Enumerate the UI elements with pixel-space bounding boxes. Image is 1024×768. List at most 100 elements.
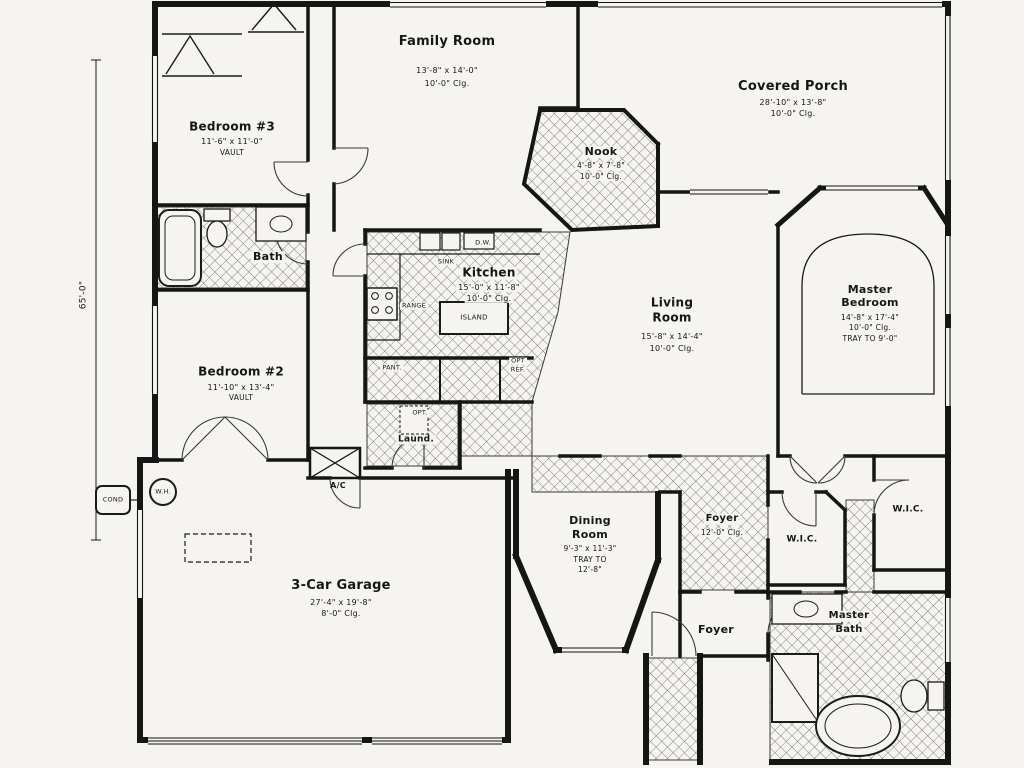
garage-ceiling: 8'-0" Clg. bbox=[321, 608, 361, 618]
bedroom2-label: Bedroom #2 bbox=[198, 364, 284, 379]
range bbox=[366, 287, 398, 321]
overall-dimension-left: 65'-0" bbox=[78, 280, 89, 310]
covered-porch-ceiling: 10'-0" Clg. bbox=[770, 108, 816, 118]
family-room-dims: 13'-8" x 14'-0" bbox=[416, 65, 478, 75]
doors bbox=[181, 147, 910, 657]
gallery-tile bbox=[459, 401, 533, 457]
garage-label: 3-Car Garage bbox=[291, 578, 391, 594]
master-bedroom-ceiling: 10'-0" Clg. bbox=[848, 323, 892, 333]
dining-room-label-1: Dining bbox=[569, 514, 611, 528]
condenser-label: COND bbox=[102, 495, 124, 504]
master-tub bbox=[815, 695, 901, 757]
family-room-ceiling: 10'-0" Clg. bbox=[424, 78, 470, 88]
burner bbox=[385, 306, 393, 314]
garage-dims: 27'-4" x 19'-8" bbox=[310, 597, 372, 607]
burner bbox=[385, 292, 393, 300]
annotations bbox=[91, 1, 304, 541]
master-bedroom-tray-note: TRAY TO 9'-0" bbox=[842, 334, 898, 344]
master-tub-inner bbox=[824, 703, 892, 749]
living-room-dims: 15'-8" x 14'-4" bbox=[641, 331, 703, 341]
ac-label: A/C bbox=[330, 480, 346, 490]
kitchen-ceiling: 10'-0" Clg. bbox=[464, 293, 514, 304]
kitchen-island bbox=[439, 301, 509, 335]
dishwasher-label: D.W. bbox=[473, 238, 493, 247]
burner bbox=[371, 306, 379, 314]
foyer-upper-label: Foyer bbox=[703, 512, 741, 525]
master-bedroom-label-2: Bedroom bbox=[841, 296, 899, 310]
island-label: ISLAND bbox=[460, 313, 488, 322]
garage-door bbox=[372, 736, 502, 745]
nook-ceiling: 10'-0" Clg. bbox=[577, 172, 625, 182]
wic-left-label: W.I.C. bbox=[786, 534, 818, 545]
walls-interior bbox=[153, 2, 950, 662]
bedroom2-dims: 11'-10" x 13'-4" bbox=[207, 382, 275, 392]
bathtub-inner bbox=[164, 215, 196, 281]
foyer-lower-label: Foyer bbox=[698, 623, 734, 637]
kitchen-sink bbox=[419, 232, 441, 251]
entry-tile bbox=[647, 657, 699, 761]
master-bath-label-2: Bath bbox=[833, 623, 865, 636]
wic-left-door bbox=[781, 491, 817, 527]
nook-dims: 4'-8" x 7'-8" bbox=[575, 161, 627, 171]
bedroom3-label: Bedroom #3 bbox=[189, 119, 275, 134]
dining-room-dims: 9'-3" x 11'-3" bbox=[563, 544, 617, 554]
living-room-label-2: Room bbox=[652, 310, 692, 325]
dining-room-tray-note-1: TRAY TO bbox=[573, 555, 607, 565]
burner bbox=[371, 292, 379, 300]
front-door bbox=[651, 611, 697, 657]
nook-label: Nook bbox=[582, 145, 620, 159]
window bbox=[598, 0, 942, 9]
bath-hall-tile bbox=[845, 499, 875, 593]
foyer-upper-ceiling: 12'-0" Clg. bbox=[698, 528, 746, 538]
opt-ref-label-2: REF. bbox=[508, 365, 528, 374]
kitchen-counter bbox=[367, 253, 540, 341]
bathtub bbox=[158, 209, 202, 287]
garage-door bbox=[148, 736, 362, 745]
kitchen-label: Kitchen bbox=[460, 265, 518, 280]
family-room-label: Family Room bbox=[398, 34, 496, 50]
window bbox=[943, 598, 952, 662]
kitchen-hall-door bbox=[332, 243, 366, 277]
laundry-tile bbox=[366, 403, 459, 467]
range-label: RANGE bbox=[400, 301, 428, 310]
bath-vanity bbox=[255, 206, 307, 242]
window bbox=[943, 16, 952, 180]
dining-room-tray-note-2: 12'-8" bbox=[577, 565, 603, 575]
window bbox=[562, 646, 622, 654]
wic-right-label: W.I.C. bbox=[892, 504, 924, 515]
bath-label: Bath bbox=[251, 250, 285, 264]
wic-right-door bbox=[873, 479, 910, 516]
dimension-line bbox=[91, 59, 101, 541]
window bbox=[150, 56, 159, 142]
master-tray-outline bbox=[801, 233, 935, 395]
bedroom3-note: VAULT bbox=[219, 148, 245, 158]
laundry-label: Laund. bbox=[396, 434, 436, 445]
toilet-bowl bbox=[206, 220, 228, 248]
master-bedroom-label-1: Master bbox=[847, 283, 893, 297]
window bbox=[135, 510, 144, 598]
bedroom3-door bbox=[273, 161, 309, 197]
window bbox=[390, 0, 546, 9]
bath-sink bbox=[269, 215, 293, 233]
bedroom2-double-doors bbox=[181, 416, 269, 461]
window bbox=[826, 184, 918, 192]
sliding-door bbox=[690, 188, 768, 196]
laundry-opt-note: OPT. bbox=[410, 408, 430, 417]
opt-ref-label-1: OPT bbox=[509, 356, 527, 365]
water-heater bbox=[149, 478, 177, 506]
water-heater-label: W.H. bbox=[155, 487, 171, 496]
pantry-label: PANT. bbox=[380, 363, 404, 372]
shower-diagonal bbox=[771, 653, 819, 723]
covered-porch-label: Covered Porch bbox=[738, 79, 848, 95]
kitchen-sink bbox=[441, 232, 461, 251]
kitchen-dims: 15'-0" x 11'-8" bbox=[456, 282, 522, 293]
window bbox=[150, 306, 159, 394]
toilet-tank bbox=[203, 208, 231, 222]
living-room-label-1: Living bbox=[650, 295, 694, 310]
covered-porch-dims: 28'-10" x 13'-8" bbox=[759, 97, 827, 107]
bedroom2-note: VAULT bbox=[228, 393, 254, 403]
master-bath-label-1: Master bbox=[826, 609, 872, 622]
sink-label: SINK bbox=[435, 257, 457, 266]
